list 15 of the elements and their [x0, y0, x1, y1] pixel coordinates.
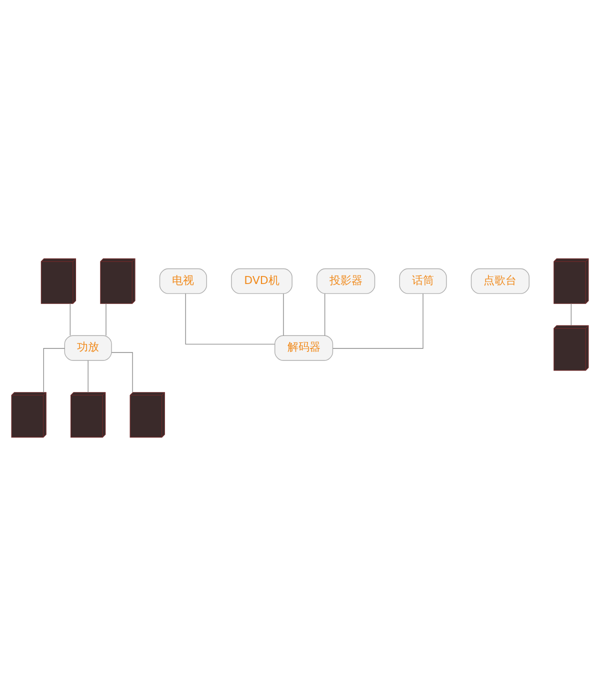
node-box: DVD机 [231, 268, 292, 294]
connector [332, 293, 424, 349]
connector [324, 293, 326, 336]
connector [283, 293, 284, 336]
node-box: 功放 [64, 335, 112, 361]
connector [111, 352, 133, 393]
node-box: 解码器 [274, 335, 334, 361]
connector [70, 303, 71, 336]
connector [570, 303, 572, 326]
node-box: 点歌台 [470, 268, 530, 294]
connector [43, 348, 65, 393]
node-box: 电视 [159, 268, 207, 294]
node-box: 话筒 [399, 268, 447, 294]
connector [185, 293, 275, 345]
node-box: 投影器 [316, 268, 376, 294]
